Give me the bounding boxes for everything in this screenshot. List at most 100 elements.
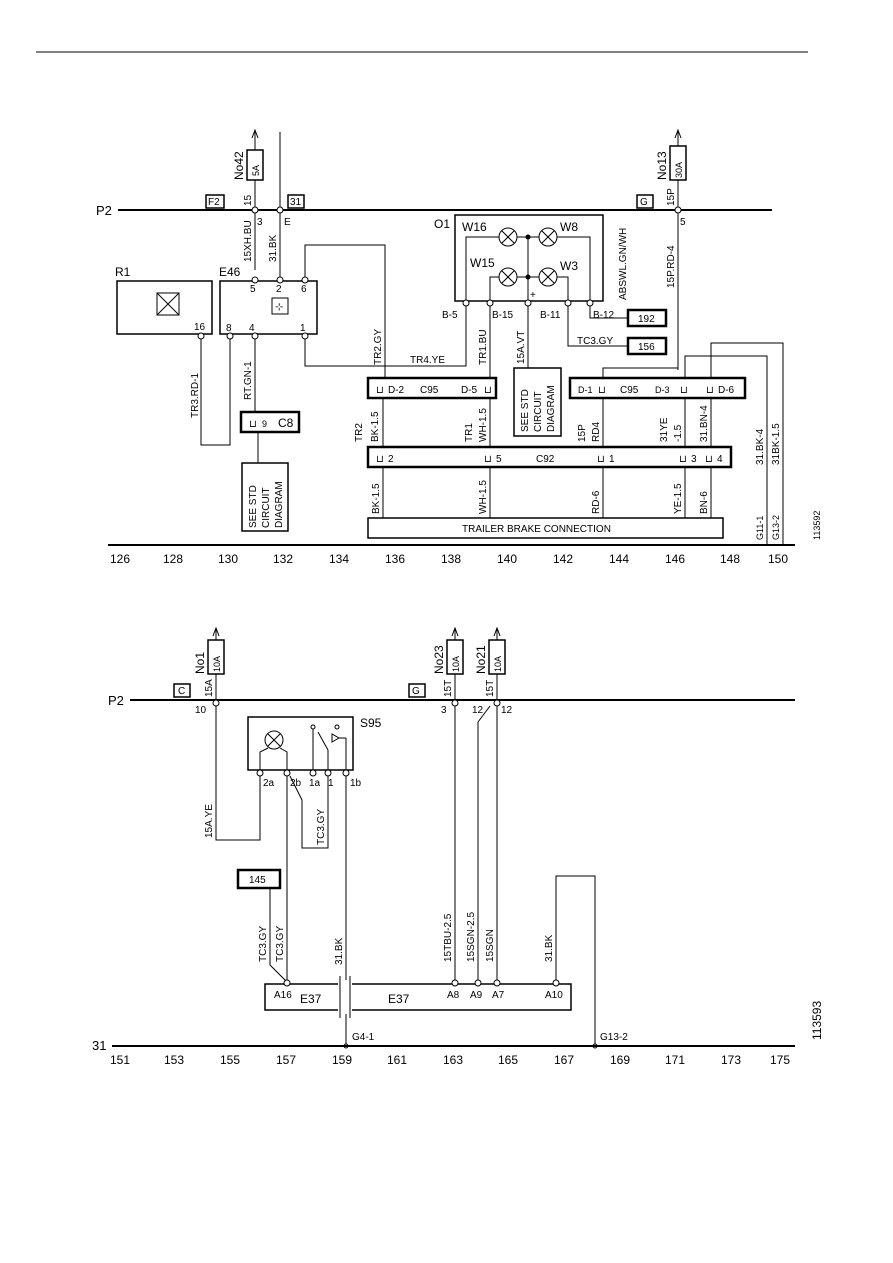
wire-15sgn25 <box>477 705 491 982</box>
ref-192-label: 192 <box>638 314 655 325</box>
fuse-no42-pin-top: 15 <box>243 194 254 206</box>
fuse-no23-name: No23 <box>432 645 446 674</box>
wire-tr4ye <box>304 300 467 367</box>
upper-tr2-b: BK-1.5 <box>370 411 381 442</box>
scale1-136: 136 <box>385 552 405 566</box>
e46-pin5: 5 <box>250 284 256 295</box>
c92-pin-2: 2 <box>388 454 394 465</box>
svg-text:⊔: ⊔ <box>680 385 688 396</box>
c8-pin: 9 <box>262 419 267 429</box>
scale1-142: 142 <box>553 552 573 566</box>
scale-2: 151 153 155 157 159 161 163 165 167 169 … <box>110 1053 790 1067</box>
fuse-no23-pin-bottom: 3 <box>441 705 447 716</box>
tag2-c-label: C <box>178 686 185 697</box>
scale1-138: 138 <box>441 552 461 566</box>
fuse-no23-pin-top: 15T <box>443 680 454 697</box>
wire-31bk-b: 31.BK <box>544 934 555 962</box>
connector-c95-left: ⊔ D-2 C95 D-5 ⊔ <box>366 376 498 400</box>
upper-tr1-b: WH-1.5 <box>478 408 489 442</box>
component-s95: S95 2a 2b 1a 1 1b <box>247 716 382 789</box>
fuse-no42-rating: 5A <box>251 165 261 176</box>
component-r1: R1 16 <box>115 265 213 340</box>
wire-tc3gy-b: TC3.GY <box>275 926 286 962</box>
wire-15prd4-label: 15P.RD-4 <box>666 245 677 288</box>
tag2-g-label: G <box>412 686 420 697</box>
diagram-1: P2 F2 31 G No42 5A 15 3 E 15XH.BU 31.BK <box>96 128 822 566</box>
see-std-1-line3: DIAGRAM <box>274 481 285 528</box>
c95-right-label: C95 <box>620 385 639 396</box>
wire-a10 <box>555 875 596 1045</box>
s95-pin-1a: 1a <box>309 778 321 789</box>
ref-156 <box>626 336 668 356</box>
wire-s95-tc3gy <box>289 775 329 849</box>
ground-g13: G13-2 <box>771 515 781 540</box>
c92-pin-1: 1 <box>609 454 615 465</box>
scale2-169: 169 <box>610 1053 630 1067</box>
r1-label: R1 <box>115 265 131 279</box>
diagram-2: P2 C G No1 10A 15A 10 15A.YE No23 10 <box>92 626 824 1067</box>
bus-label-p2: P2 <box>96 203 112 218</box>
upper-15p-a: 15P <box>577 424 588 442</box>
e46-pin4: 4 <box>249 323 255 334</box>
scale1-126: 126 <box>110 552 130 566</box>
e37-pin-a8: A8 <box>447 990 460 1001</box>
lower-wire-bk: BK-1.5 <box>371 483 382 514</box>
o1-w16: W16 <box>462 220 487 234</box>
e37-pin-a7: A7 <box>492 990 505 1001</box>
o1-pin-b15: B-15 <box>492 310 514 321</box>
o1-w8: W8 <box>560 220 578 234</box>
component-o1: O1 W16 W8 W15 W3 + <box>434 214 629 321</box>
lower-wire-bn: BN-6 <box>699 491 710 514</box>
diagram1-ref: 113592 <box>812 511 822 540</box>
svg-text:⊔: ⊔ <box>484 385 492 396</box>
scale1-146: 146 <box>665 552 685 566</box>
scale2-171: 171 <box>665 1053 685 1067</box>
c95-left-label: C95 <box>420 385 439 396</box>
scale2-167: 167 <box>554 1053 574 1067</box>
wire-tr1bu-label: TR1.BU <box>478 329 489 365</box>
wire-31bk-label: 31.BK <box>334 937 345 965</box>
r1-pin-label: 16 <box>194 322 206 333</box>
bus2-label-p2: P2 <box>108 693 124 708</box>
c92-label: C92 <box>536 454 555 465</box>
scale2-157: 157 <box>276 1053 296 1067</box>
scale1-130: 130 <box>218 552 238 566</box>
wire-d6 <box>710 342 784 510</box>
tag-g <box>636 194 654 209</box>
o1-w15: W15 <box>470 256 495 270</box>
svg-text:⊹: ⊹ <box>275 302 283 313</box>
scale2-173: 173 <box>721 1053 741 1067</box>
scale1-140: 140 <box>497 552 517 566</box>
o1-pin-b12: B-12 <box>593 310 615 321</box>
fuse-no13-name: No13 <box>655 151 669 180</box>
wire-31bk-label: 31.BK <box>268 234 279 262</box>
fuse-no21-rating: 10A <box>493 656 503 672</box>
svg-text:⊔: ⊔ <box>705 454 713 465</box>
scale1-132: 132 <box>273 552 293 566</box>
wire-15xhbu-label: 15XH.BU <box>243 220 254 262</box>
e46-pin1: 1 <box>300 323 306 334</box>
fuse-no23-rating: 10A <box>451 656 461 672</box>
wire-tr3rd1 <box>200 339 231 446</box>
see-std-2-line1: SEE STD <box>520 389 531 432</box>
fuse-no42-pin-bottom: 3 <box>257 217 263 228</box>
o1-w3: W3 <box>560 259 578 273</box>
scale1-134: 134 <box>329 552 349 566</box>
e37-pin-a9: A9 <box>470 990 483 1001</box>
o1-pin-b11: B-11 <box>540 310 561 321</box>
c92-pin-3: 3 <box>691 454 697 465</box>
c95-left-pin-a: D-2 <box>388 385 405 396</box>
wire-tc3gy-a: TC3.GY <box>258 926 269 962</box>
wire-abswl-label: ABSWL.GN/WH <box>618 228 629 300</box>
c92-pin-5: 5 <box>496 454 502 465</box>
scale2-175: 175 <box>770 1053 790 1067</box>
connector-c8: ⊔ 9 C8 <box>239 410 301 463</box>
upper-31ye-a: 31YE <box>659 417 670 442</box>
tag2-g <box>408 683 426 698</box>
pin-e-label: E <box>284 217 291 228</box>
upper-31ye-b: -1.5 <box>673 424 684 442</box>
switch-contact-icon <box>317 731 329 751</box>
see-std-box-1: SEE STD CIRCUIT DIAGRAM <box>241 462 289 532</box>
svg-text:⊔: ⊔ <box>376 385 384 396</box>
ground-g41: G4-1 <box>352 1032 375 1043</box>
